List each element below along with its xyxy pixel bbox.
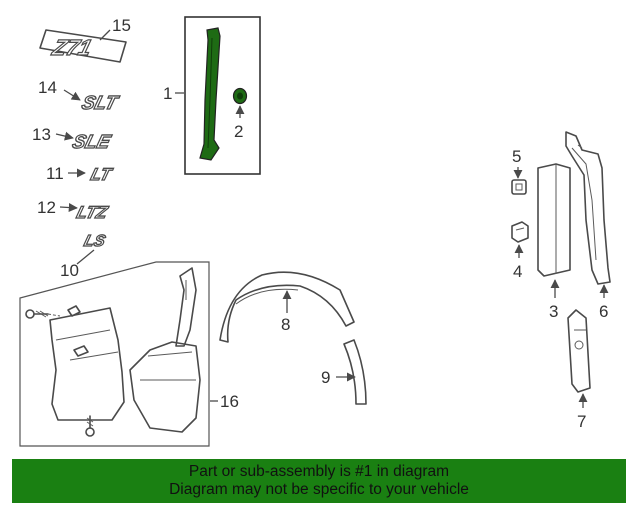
svg-text:Z71: Z71 [49,35,94,60]
screw-bottom [85,415,95,437]
parts-diagram: 1 2 Z71 15 SLT 14 SLE 13 LT 11 LTZ 12 LS… [19,16,611,447]
badge-ltz[interactable]: LTZ 12 [37,198,112,223]
callout-2: 2 [234,122,243,141]
callout-13: 13 [32,125,51,144]
badge-z71[interactable]: Z71 15 [39,16,131,63]
svg-text:LS: LS [82,232,107,250]
badge-ls[interactable]: LS 10 [60,232,108,280]
callout-4: 4 [513,262,522,281]
clip-5[interactable]: 5 [511,147,527,195]
clip-4[interactable]: 4 [511,221,529,281]
badge-lt[interactable]: LT 11 [46,164,116,185]
part-1-group[interactable]: 1 2 [163,16,261,175]
mud-flap-kit[interactable]: 16 [19,261,239,447]
info-banner: Part or sub-assembly is #1 in diagram Di… [12,459,626,503]
badge-sle[interactable]: SLE 13 [32,125,114,154]
mud-flap-left [49,307,125,421]
callout-6: 6 [599,302,608,321]
callout-10: 10 [60,261,79,280]
callout-9: 9 [321,368,330,387]
callout-8: 8 [281,315,290,334]
svg-text:LT: LT [89,164,115,184]
callout-3: 3 [549,302,558,321]
svg-text:SLE: SLE [70,132,114,153]
callout-14: 14 [38,78,57,97]
screw-left [25,309,49,319]
pillar-molding-6[interactable]: 6 [565,131,611,321]
mud-flap-right [129,341,201,433]
callout-7: 7 [577,412,586,431]
molding-7[interactable]: 7 [567,309,591,431]
callout-5: 5 [512,147,521,166]
callout-15: 15 [112,16,131,35]
callout-12: 12 [37,198,56,217]
molding-9[interactable]: 9 [321,339,367,405]
banner-line-2: Diagram may not be specific to your vehi… [169,481,469,498]
banner-line-1: Part or sub-assembly is #1 in diagram [188,463,450,480]
badge-slt[interactable]: SLT 14 [38,78,122,115]
svg-text:SLT: SLT [79,93,121,114]
applique-panel-3[interactable]: 3 [537,163,571,321]
svg-text:LTZ: LTZ [75,202,112,222]
part-1-frame [184,16,261,175]
callout-1: 1 [163,84,172,103]
callout-11: 11 [46,164,64,183]
wheel-opening-molding[interactable]: 8 [219,271,355,343]
callout-16: 16 [220,392,239,411]
part-2-clip[interactable] [232,87,248,105]
